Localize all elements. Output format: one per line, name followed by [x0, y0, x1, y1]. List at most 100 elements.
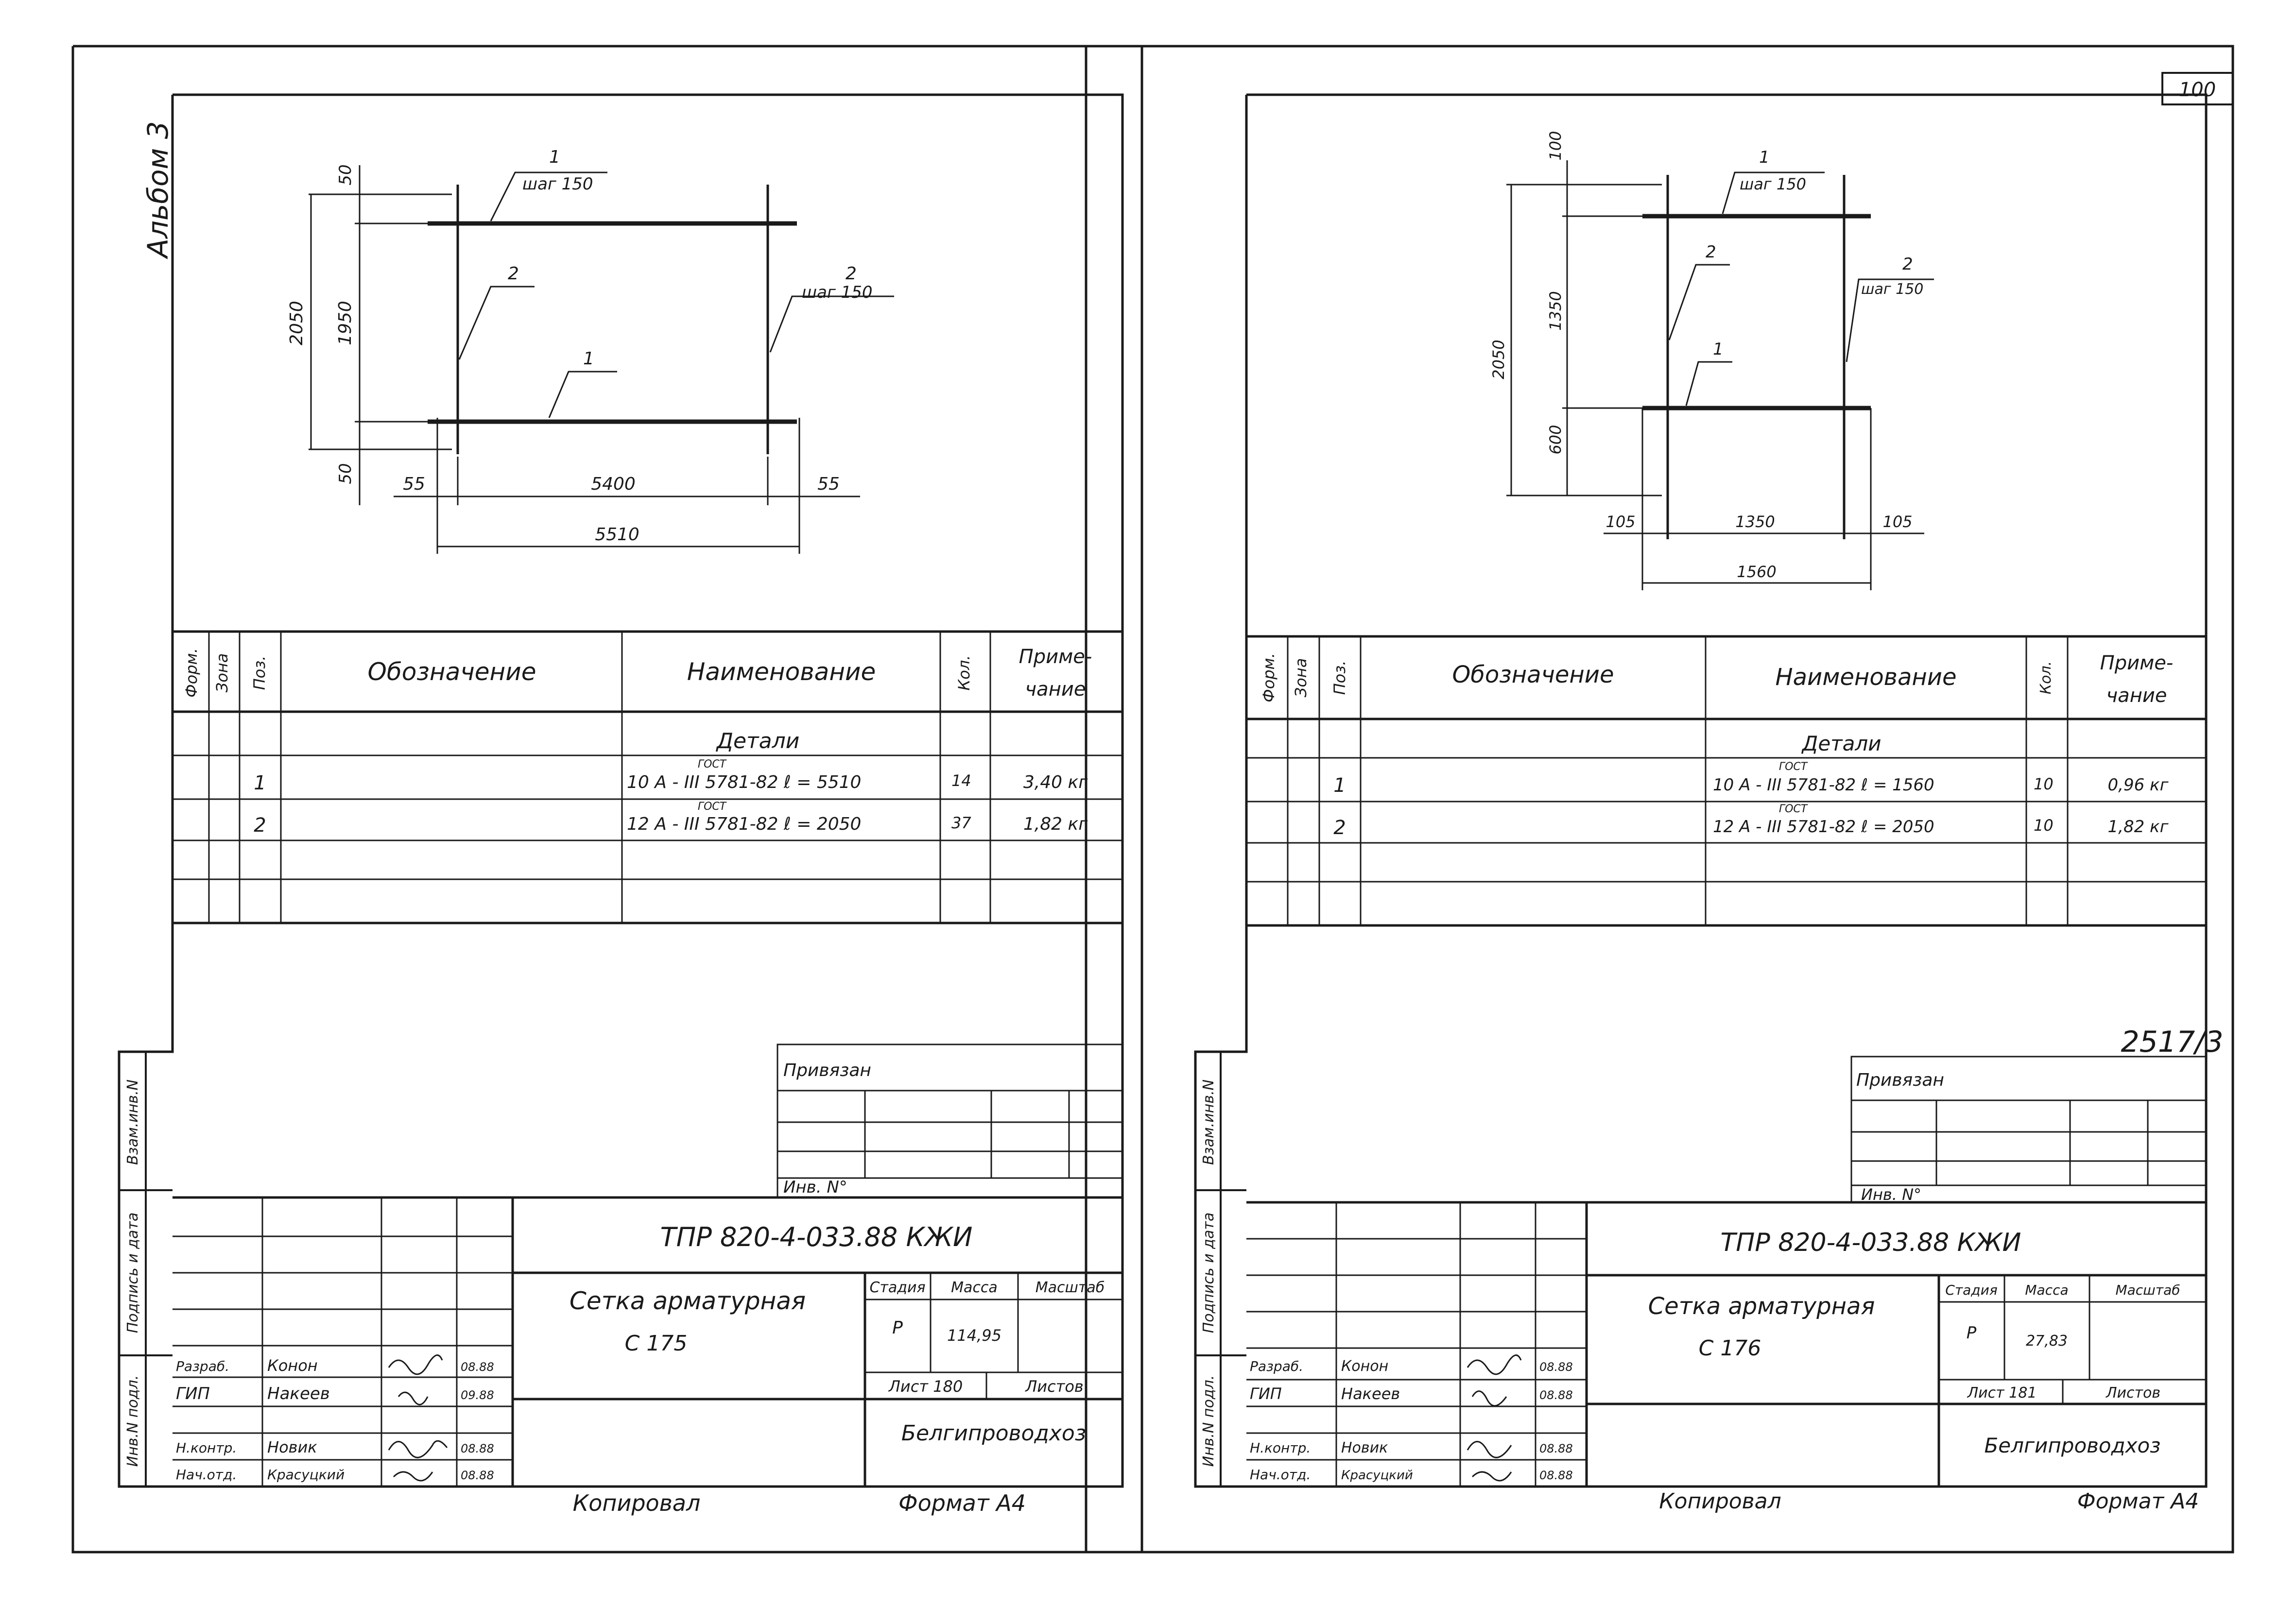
hdr-note-2: чание: [1025, 678, 1086, 701]
role2-gip: ГИП: [1250, 1385, 1282, 1403]
name-dev: Конон: [267, 1356, 318, 1375]
side-inv-podl: Инв.N подл.: [124, 1375, 141, 1467]
role2-dev: Разраб.: [1250, 1358, 1303, 1374]
hdr-form: Форм.: [182, 648, 201, 698]
mesh-drawing-2: 100 2050 1350 600 105 1350 105 1560 1 ша…: [1489, 131, 1934, 590]
spec-table-1: Форм. Зона Поз. Обозначение Наименование…: [173, 630, 1122, 924]
title2-line1: Сетка арматурная: [1648, 1293, 1875, 1320]
footer-copied: Копировал: [573, 1490, 701, 1516]
row1-name: 10 А - III 5781-82 ℓ = 5510: [627, 772, 861, 792]
row2-2-qty: 10: [2034, 816, 2054, 835]
name2-nc: Новик: [1341, 1439, 1388, 1456]
row2-2-gost: ГОСТ: [1779, 803, 1808, 815]
org2-name: Белгипроводхоз: [1984, 1434, 2160, 1457]
row2-1-note: 0,96 кг: [2108, 775, 2169, 795]
privyazan-label: Привязан: [783, 1060, 871, 1080]
stage-value: Р: [892, 1318, 903, 1338]
dim-width-total: 5510: [595, 525, 639, 545]
row2-note: 1,82 кг: [1023, 814, 1088, 834]
role-nc: Н.контр.: [176, 1440, 237, 1456]
dim2-height-inner: 1350: [1546, 291, 1565, 330]
name2-head: Красуцкий: [1341, 1468, 1413, 1483]
row1-qty: 14: [951, 771, 971, 790]
leader-bottom-pos: 1: [583, 349, 594, 369]
role-dev: Разраб.: [176, 1358, 229, 1374]
dim2-width-inner: 1350: [1735, 513, 1775, 531]
dim-left-offset: 55: [403, 474, 425, 494]
signatures-1: [388, 1354, 448, 1482]
hdr2-zone: Зона: [1292, 658, 1310, 698]
side-inv-vzam: Взам.инв.N: [124, 1079, 141, 1165]
dim-top-gap: 50: [336, 164, 355, 185]
row2-name: 12 А - III 5781-82 ℓ = 2050: [627, 814, 861, 834]
date2-1: 08.88: [1539, 1360, 1573, 1374]
title-line2: С 175: [625, 1331, 688, 1356]
side-sign-date: Подпись и дата: [124, 1213, 141, 1333]
dim-height-total: 2050: [287, 301, 307, 345]
dim2-bottom-gap: 600: [1546, 425, 1565, 454]
privyazan2-label: Привязан: [1856, 1070, 1944, 1090]
dim-right-offset: 55: [817, 474, 840, 494]
mass-value: 114,95: [947, 1326, 1001, 1345]
row2-2-pos: 2: [1333, 817, 1346, 839]
row2-pos: 2: [254, 814, 266, 837]
leader2-bottom-pos: 1: [1713, 340, 1724, 359]
footer-format: Формат А4: [898, 1490, 1026, 1516]
sheet-label: Лист 180: [888, 1377, 963, 1396]
hdr2-form: Форм.: [1260, 653, 1278, 702]
hdr-qty: Кол.: [955, 655, 973, 691]
row2-gost: ГОСТ: [698, 801, 727, 813]
page-number: 100: [2179, 79, 2216, 101]
org-name: Белгипроводхоз: [901, 1421, 1086, 1446]
hdr-name: Наименование: [687, 658, 876, 686]
dim2-right-offset: 105: [1882, 513, 1912, 531]
hdr-note-1: Приме-: [1019, 646, 1092, 668]
leader2-top-pos: 1: [1759, 148, 1770, 167]
name2-gip: Накеев: [1341, 1385, 1400, 1403]
hdr-pos: Поз.: [250, 656, 269, 690]
hdr-zone: Зона: [213, 653, 231, 693]
side2-sign-date: Подпись и дата: [1200, 1213, 1217, 1333]
dim-width-inner: 5400: [591, 474, 636, 494]
hdr2-name: Наименование: [1775, 664, 1956, 691]
title2-line2: С 176: [1699, 1336, 1761, 1361]
leader-left-pos: 2: [508, 264, 519, 284]
spec-table-2: Форм. Зона Поз. Обозначение Наименование…: [1246, 635, 2206, 927]
sheets-label: Листов: [1025, 1377, 1084, 1396]
row2-qty: 37: [951, 814, 971, 832]
footer2-copied: Копировал: [1659, 1489, 1781, 1514]
row2-2-note: 1,82 кг: [2108, 817, 2169, 837]
stage2-label: Стадия: [1945, 1282, 1997, 1298]
leader-right-pos: 2: [846, 264, 857, 284]
leader2-right-text: шаг 150: [1861, 281, 1923, 298]
row2-2-name: 12 А - III 5781-82 ℓ = 2050: [1713, 817, 1934, 837]
inv-no-label: Инв. N°: [783, 1178, 847, 1197]
scale-label: Масштаб: [1036, 1279, 1105, 1296]
spec2-section: Детали: [1801, 732, 1882, 755]
leader2-left-pos: 2: [1706, 242, 1716, 262]
role2-nc: Н.контр.: [1250, 1440, 1311, 1456]
row2-1-pos: 1: [1333, 774, 1346, 797]
leader-right-text: шаг 150: [802, 283, 873, 302]
signatures-2: [1467, 1354, 1522, 1482]
leader2-right-pos: 2: [1902, 255, 1913, 274]
name-gip: Накеев: [267, 1384, 330, 1403]
date-1: 08.88: [461, 1360, 494, 1374]
row2-1-name: 10 А - III 5781-82 ℓ = 1560: [1713, 775, 1934, 795]
album-label: Альбом 3: [141, 121, 174, 259]
doc2-code: ТПР 820-4-033.88 КЖИ: [1721, 1228, 2021, 1257]
dim2-left-offset: 105: [1605, 513, 1635, 531]
role2-head: Нач.отд.: [1250, 1467, 1311, 1483]
spec-section: Детали: [716, 729, 800, 753]
hdr2-designation: Обозначение: [1452, 661, 1614, 688]
hdr2-note-2: чание: [2106, 684, 2167, 707]
row2-1-qty: 10: [2034, 775, 2054, 793]
doc-code: ТПР 820-4-033.88 КЖИ: [660, 1222, 973, 1252]
mass-label: Масса: [951, 1279, 998, 1296]
sheet-code: 2517/3: [2121, 1025, 2223, 1059]
stage2-value: Р: [1967, 1323, 1977, 1343]
name-head: Красуцкий: [267, 1467, 345, 1483]
role-gip: ГИП: [176, 1384, 210, 1403]
side2-inv-vzam: Взам.инв.N: [1200, 1079, 1217, 1165]
